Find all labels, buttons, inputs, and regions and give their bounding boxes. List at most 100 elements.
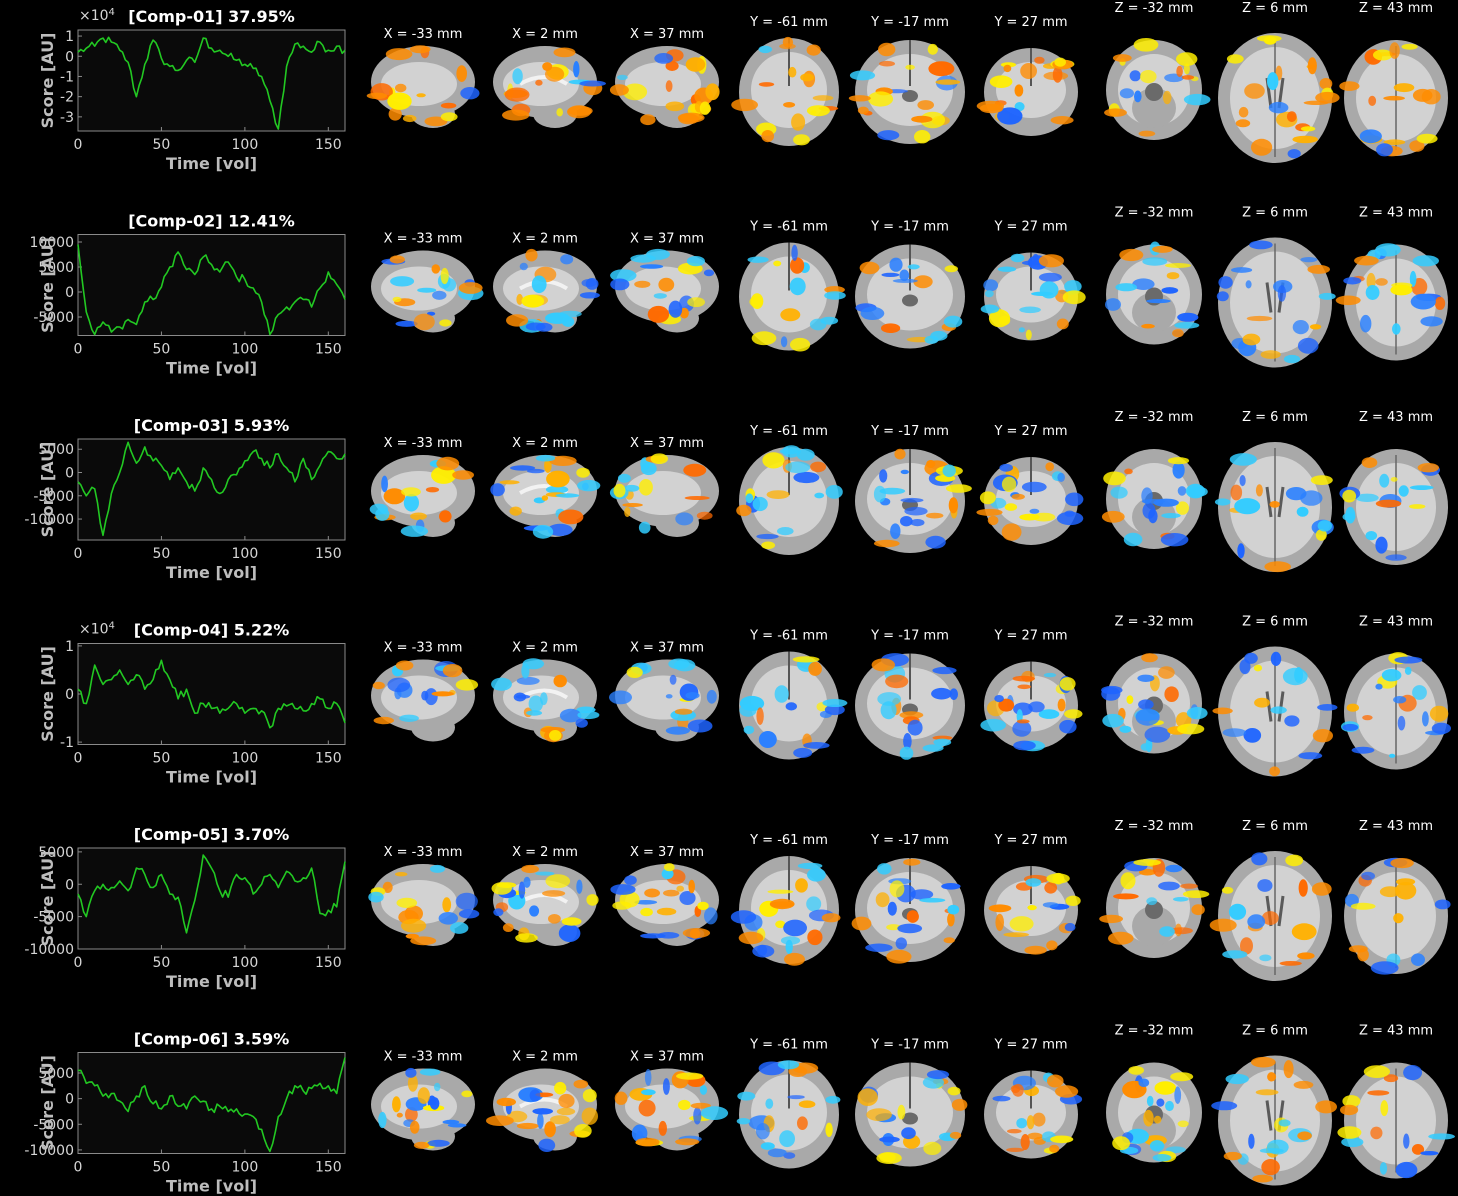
negative-activation xyxy=(525,322,546,331)
positive-activation xyxy=(491,882,512,895)
positive-activation xyxy=(885,674,909,689)
negative-activation xyxy=(458,909,480,919)
slice-label: Y = -17 mm xyxy=(870,1038,949,1053)
positive-activation xyxy=(795,878,808,893)
x-axis-label: Time [vol] xyxy=(166,359,257,378)
x-tick-label: 150 xyxy=(315,342,342,358)
negative-activation xyxy=(1153,498,1179,507)
positive-activation xyxy=(373,716,394,725)
plot-title: [Comp-02] 12.41% xyxy=(128,212,295,231)
negative-activation xyxy=(1158,881,1180,891)
white-matter xyxy=(625,471,701,515)
positive-activation xyxy=(806,105,830,117)
negative-activation xyxy=(1297,337,1319,354)
positive-activation xyxy=(622,83,648,101)
negative-activation xyxy=(1296,506,1309,517)
negative-activation xyxy=(522,658,545,670)
brain-slice-r4-c3: X = 37 mm xyxy=(609,641,719,742)
slice-label: Z = 43 mm xyxy=(1359,819,1433,834)
series-line xyxy=(78,1057,346,1153)
brain-slice-r6-c3: X = 37 mm xyxy=(614,1050,729,1151)
slice-label: Y = -61 mm xyxy=(749,1038,828,1053)
brain-slice-r6-c6: Y = 27 mm xyxy=(984,1038,1083,1159)
negative-activation xyxy=(493,908,504,917)
negative-activation xyxy=(1375,536,1388,554)
positive-activation xyxy=(1124,468,1133,475)
negative-activation xyxy=(679,891,696,905)
positive-activation xyxy=(926,460,936,468)
positive-activation xyxy=(458,282,483,294)
negative-activation xyxy=(779,1130,795,1148)
slice-label: Y = 27 mm xyxy=(993,15,1067,30)
brain-slice-r5-c4: Y = -61 mm xyxy=(730,833,841,966)
negative-activation xyxy=(450,922,469,934)
negative-activation xyxy=(1379,473,1390,488)
positive-activation xyxy=(810,461,827,473)
positive-activation xyxy=(573,1079,589,1089)
positive-activation xyxy=(866,1108,892,1122)
y-axis-label: Score [AU] xyxy=(38,237,57,333)
negative-activation xyxy=(1137,674,1155,682)
y-axis-label: Score [AU] xyxy=(38,851,57,947)
positive-activation xyxy=(699,101,711,115)
positive-activation xyxy=(1009,916,1034,932)
positive-activation xyxy=(372,681,385,690)
positive-activation xyxy=(1191,904,1205,916)
negative-activation xyxy=(400,525,429,537)
x-tick-label: 150 xyxy=(315,1160,342,1176)
positive-activation xyxy=(1050,1135,1074,1144)
positive-activation xyxy=(395,660,414,671)
negative-activation xyxy=(1119,725,1132,733)
positive-activation xyxy=(1045,462,1054,472)
negative-activation xyxy=(630,254,656,263)
x-axis-label: Time [vol] xyxy=(166,154,257,173)
negative-activation xyxy=(793,747,813,758)
positive-activation xyxy=(581,1107,598,1125)
negative-activation xyxy=(1245,280,1252,289)
negative-activation xyxy=(545,485,569,494)
brain-slice-r1-c9: Z = 43 mm xyxy=(1339,1,1448,157)
corpus-callosum xyxy=(519,75,569,86)
negative-activation xyxy=(610,269,637,282)
negative-activation xyxy=(509,465,536,471)
positive-activation xyxy=(431,691,454,697)
brain-slice-r4-c2: X = 2 mm xyxy=(491,641,600,743)
negative-activation xyxy=(791,244,798,261)
slice-label: Y = -17 mm xyxy=(870,629,949,644)
positive-activation xyxy=(609,84,629,96)
negative-activation xyxy=(491,677,512,691)
positive-activation xyxy=(1373,49,1393,61)
positive-activation xyxy=(452,470,474,480)
positive-activation xyxy=(586,894,599,906)
negative-activation xyxy=(395,320,418,327)
positive-activation xyxy=(389,255,405,264)
negative-activation xyxy=(1228,903,1247,920)
negative-activation xyxy=(984,290,994,298)
negative-activation xyxy=(922,1076,945,1089)
negative-activation xyxy=(1172,461,1185,479)
positive-activation xyxy=(574,1124,592,1138)
positive-activation xyxy=(1024,945,1047,955)
negative-activation xyxy=(1285,487,1307,501)
slice-label: Z = -32 mm xyxy=(1115,1024,1194,1039)
positive-activation xyxy=(1363,1065,1390,1078)
positive-activation xyxy=(1350,902,1376,910)
brain-slice-r3-c3: X = 37 mm xyxy=(609,436,719,537)
negative-activation xyxy=(736,1118,751,1125)
brain-slice-r5-c2: X = 2 mm xyxy=(491,845,599,946)
negative-activation xyxy=(1283,354,1301,364)
positive-activation xyxy=(1176,501,1189,515)
positive-activation xyxy=(626,666,643,679)
positive-activation xyxy=(665,80,673,92)
negative-activation xyxy=(529,905,540,917)
negative-activation xyxy=(529,1089,541,1102)
negative-activation xyxy=(640,264,664,269)
negative-activation xyxy=(760,1142,775,1150)
positive-activation xyxy=(1177,723,1205,735)
brain-slice-r4-c6: Y = 27 mm xyxy=(980,629,1083,752)
y-tick-label: 0 xyxy=(65,687,74,703)
negative-activation xyxy=(624,875,637,885)
positive-activation xyxy=(1411,1144,1425,1155)
negative-activation xyxy=(849,70,876,81)
